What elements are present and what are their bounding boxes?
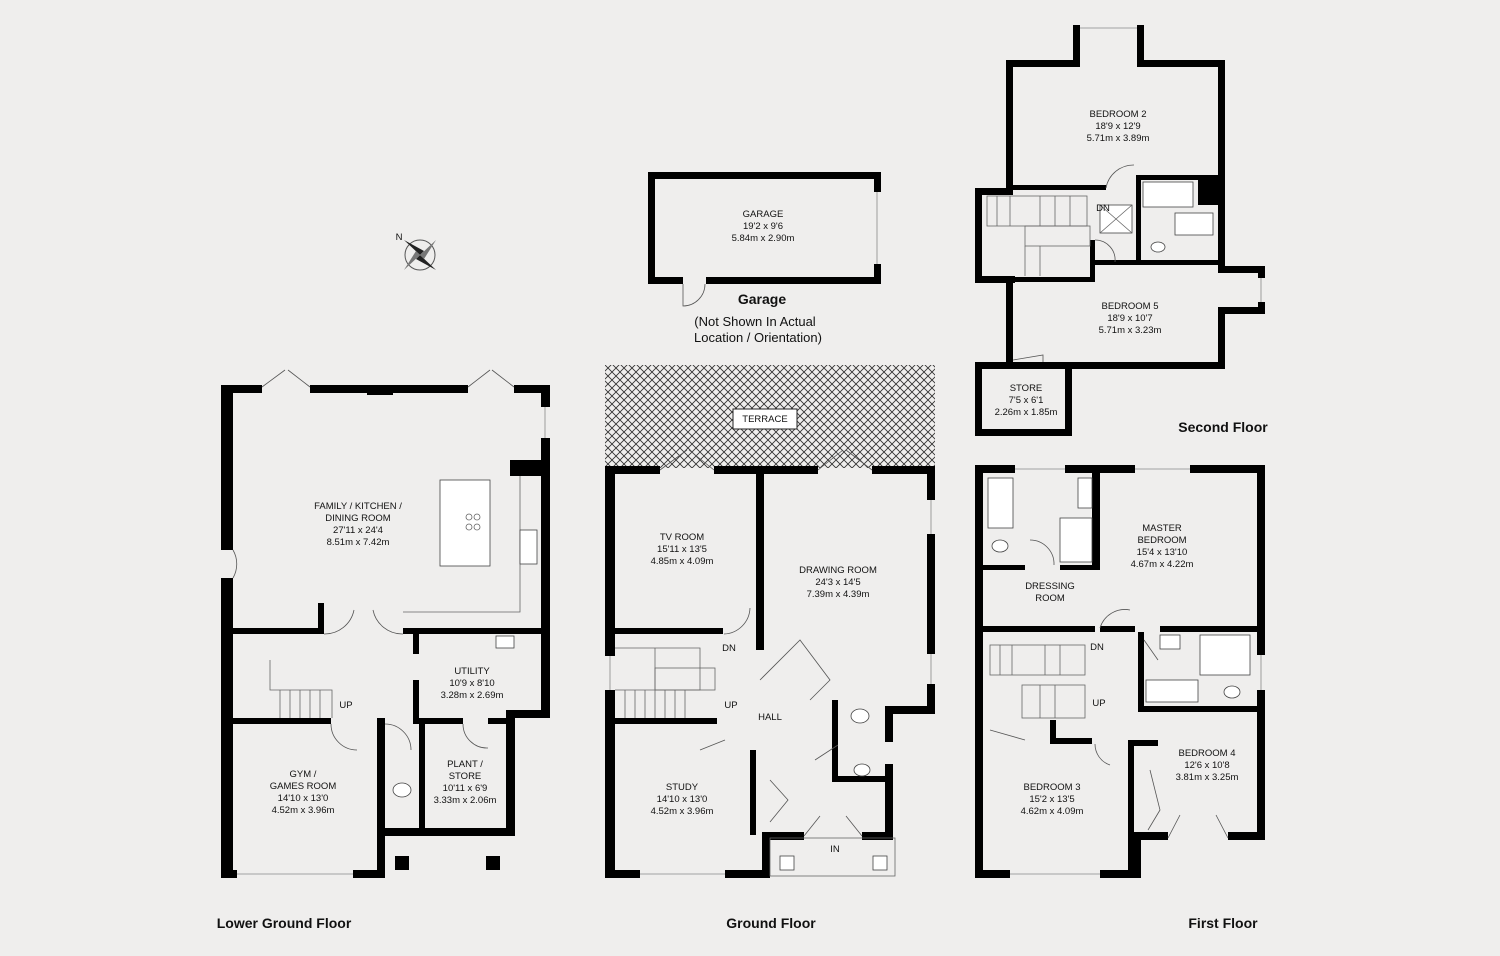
bedroom3-label: BEDROOM 3 15'2 x 13'5 4.62m x 4.09m (1021, 782, 1084, 817)
svg-text:FAMILY / KITCHEN /: FAMILY / KITCHEN / (314, 501, 402, 512)
svg-text:STUDY: STUDY (666, 782, 699, 793)
dressing-room-label: DRESSING ROOM (1025, 581, 1075, 604)
terrace-label: TERRACE (742, 414, 787, 425)
svg-text:GAMES ROOM: GAMES ROOM (270, 781, 337, 792)
tv-room-label: TV ROOM 15'11 x 13'5 4.85m x 4.09m (651, 532, 714, 567)
svg-text:19'2 x 9'6: 19'2 x 9'6 (743, 221, 783, 232)
svg-text:14'10 x 13'0: 14'10 x 13'0 (657, 794, 708, 805)
garage-note-line1: (Not Shown In Actual (694, 314, 816, 329)
garage-label: GARAGE 19'2 x 9'6 5.84m x 2.90m (732, 209, 795, 244)
svg-text:4.62m x 4.09m: 4.62m x 4.09m (1021, 806, 1084, 817)
garage-plan (648, 172, 881, 307)
svg-text:4.52m x 3.96m: 4.52m x 3.96m (272, 805, 335, 816)
svg-text:15'4 x 13'10: 15'4 x 13'10 (1137, 547, 1188, 558)
ground-floor-title: Ground Floor (726, 915, 816, 931)
svg-text:4.85m x 4.09m: 4.85m x 4.09m (651, 556, 714, 567)
svg-text:15'11 x 13'5: 15'11 x 13'5 (657, 544, 707, 555)
svg-text:15'2 x 13'5: 15'2 x 13'5 (1029, 794, 1074, 805)
garage-note-line2: Location / Orientation) (694, 330, 822, 345)
study-label: STUDY 14'10 x 13'0 4.52m x 3.96m (651, 782, 714, 817)
compass-north-label: N (396, 232, 403, 243)
svg-text:3.33m x 2.06m: 3.33m x 2.06m (434, 795, 497, 806)
svg-text:18'9 x 10'7: 18'9 x 10'7 (1107, 313, 1152, 324)
first-floor-title: First Floor (1188, 915, 1258, 931)
svg-text:TV ROOM: TV ROOM (660, 532, 704, 543)
svg-text:5.71m x 3.23m: 5.71m x 3.23m (1099, 325, 1162, 336)
first-up-marker: UP (1092, 698, 1105, 709)
family-kitchen-label: FAMILY / KITCHEN / DINING ROOM 27'11 x 2… (314, 501, 402, 548)
svg-text:BEDROOM 3: BEDROOM 3 (1023, 782, 1080, 793)
first-dn-marker: DN (1090, 642, 1104, 653)
entrance-in-marker: IN (830, 844, 840, 855)
svg-text:3.81m x 3.25m: 3.81m x 3.25m (1176, 772, 1239, 783)
svg-text:BEDROOM 4: BEDROOM 4 (1178, 748, 1235, 759)
svg-text:4.67m x 4.22m: 4.67m x 4.22m (1131, 559, 1194, 570)
svg-text:4.52m x 3.96m: 4.52m x 3.96m (651, 806, 714, 817)
master-bedroom-label: MASTER BEDROOM 15'4 x 13'10 4.67m x 4.22… (1131, 523, 1194, 570)
bedroom2-label: BEDROOM 2 18'9 x 12'9 5.71m x 3.89m (1087, 109, 1150, 144)
ground-dn-marker: DN (722, 643, 736, 654)
svg-text:5.84m x 2.90m: 5.84m x 2.90m (732, 233, 795, 244)
garage-floor-title: Garage (738, 291, 786, 307)
svg-text:24'3 x 14'5: 24'3 x 14'5 (815, 577, 860, 588)
svg-text:BEDROOM 5: BEDROOM 5 (1101, 301, 1158, 312)
store-label: STORE 7'5 x 6'1 2.26m x 1.85m (995, 383, 1058, 418)
plant-store-label: PLANT / STORE 10'11 x 6'9 3.33m x 2.06m (434, 759, 497, 806)
svg-text:BEDROOM 2: BEDROOM 2 (1089, 109, 1146, 120)
svg-text:27'11 x 24'4: 27'11 x 24'4 (333, 525, 383, 536)
second-floor-plan (975, 25, 1265, 436)
svg-text:12'6 x 10'8: 12'6 x 10'8 (1184, 760, 1229, 771)
lower-ground-floor-title: Lower Ground Floor (217, 915, 352, 931)
svg-text:ROOM: ROOM (1035, 593, 1065, 604)
first-floor-plan (975, 465, 1265, 878)
gym-label: GYM / GAMES ROOM 14'10 x 13'0 4.52m x 3.… (270, 769, 337, 816)
svg-text:7.39m x 4.39m: 7.39m x 4.39m (807, 589, 870, 600)
svg-text:MASTER: MASTER (1142, 523, 1182, 534)
svg-text:18'9 x 12'9: 18'9 x 12'9 (1095, 121, 1140, 132)
ground-floor-plan (605, 365, 935, 878)
svg-text:3.28m x 2.69m: 3.28m x 2.69m (441, 690, 504, 701)
svg-text:10'11 x 6'9: 10'11 x 6'9 (443, 783, 488, 794)
svg-text:STORE: STORE (1010, 383, 1043, 394)
svg-text:UTILITY: UTILITY (454, 666, 490, 677)
svg-text:DINING ROOM: DINING ROOM (325, 513, 391, 524)
svg-text:14'10 x 13'0: 14'10 x 13'0 (278, 793, 329, 804)
svg-text:DRAWING ROOM: DRAWING ROOM (799, 565, 877, 576)
second-dn-marker: DN (1096, 203, 1110, 214)
second-floor-title: Second Floor (1178, 419, 1268, 435)
lower-ground-floor-plan (221, 369, 550, 878)
svg-text:GYM /: GYM / (290, 769, 317, 780)
svg-text:PLANT /: PLANT / (447, 759, 483, 770)
drawing-room-label: DRAWING ROOM 24'3 x 14'5 7.39m x 4.39m (799, 565, 877, 600)
svg-text:GARAGE: GARAGE (743, 209, 784, 220)
svg-text:5.71m x 3.89m: 5.71m x 3.89m (1087, 133, 1150, 144)
ground-up-marker: UP (724, 700, 737, 711)
lower-ground-up-marker: UP (339, 700, 352, 711)
hall-label: HALL (758, 712, 782, 723)
utility-label: UTILITY 10'9 x 8'10 3.28m x 2.69m (441, 666, 504, 701)
svg-text:10'9 x 8'10: 10'9 x 8'10 (449, 678, 494, 689)
bedroom4-label: BEDROOM 4 12'6 x 10'8 3.81m x 3.25m (1176, 748, 1239, 783)
svg-text:8.51m x 7.42m: 8.51m x 7.42m (327, 537, 390, 548)
compass-icon: N (396, 232, 436, 271)
svg-text:2.26m x 1.85m: 2.26m x 1.85m (995, 407, 1058, 418)
svg-text:STORE: STORE (449, 771, 482, 782)
bedroom5-label: BEDROOM 5 18'9 x 10'7 5.71m x 3.23m (1099, 301, 1162, 336)
svg-text:BEDROOM: BEDROOM (1137, 535, 1186, 546)
svg-text:7'5 x 6'1: 7'5 x 6'1 (1009, 395, 1044, 406)
svg-text:DRESSING: DRESSING (1025, 581, 1075, 592)
